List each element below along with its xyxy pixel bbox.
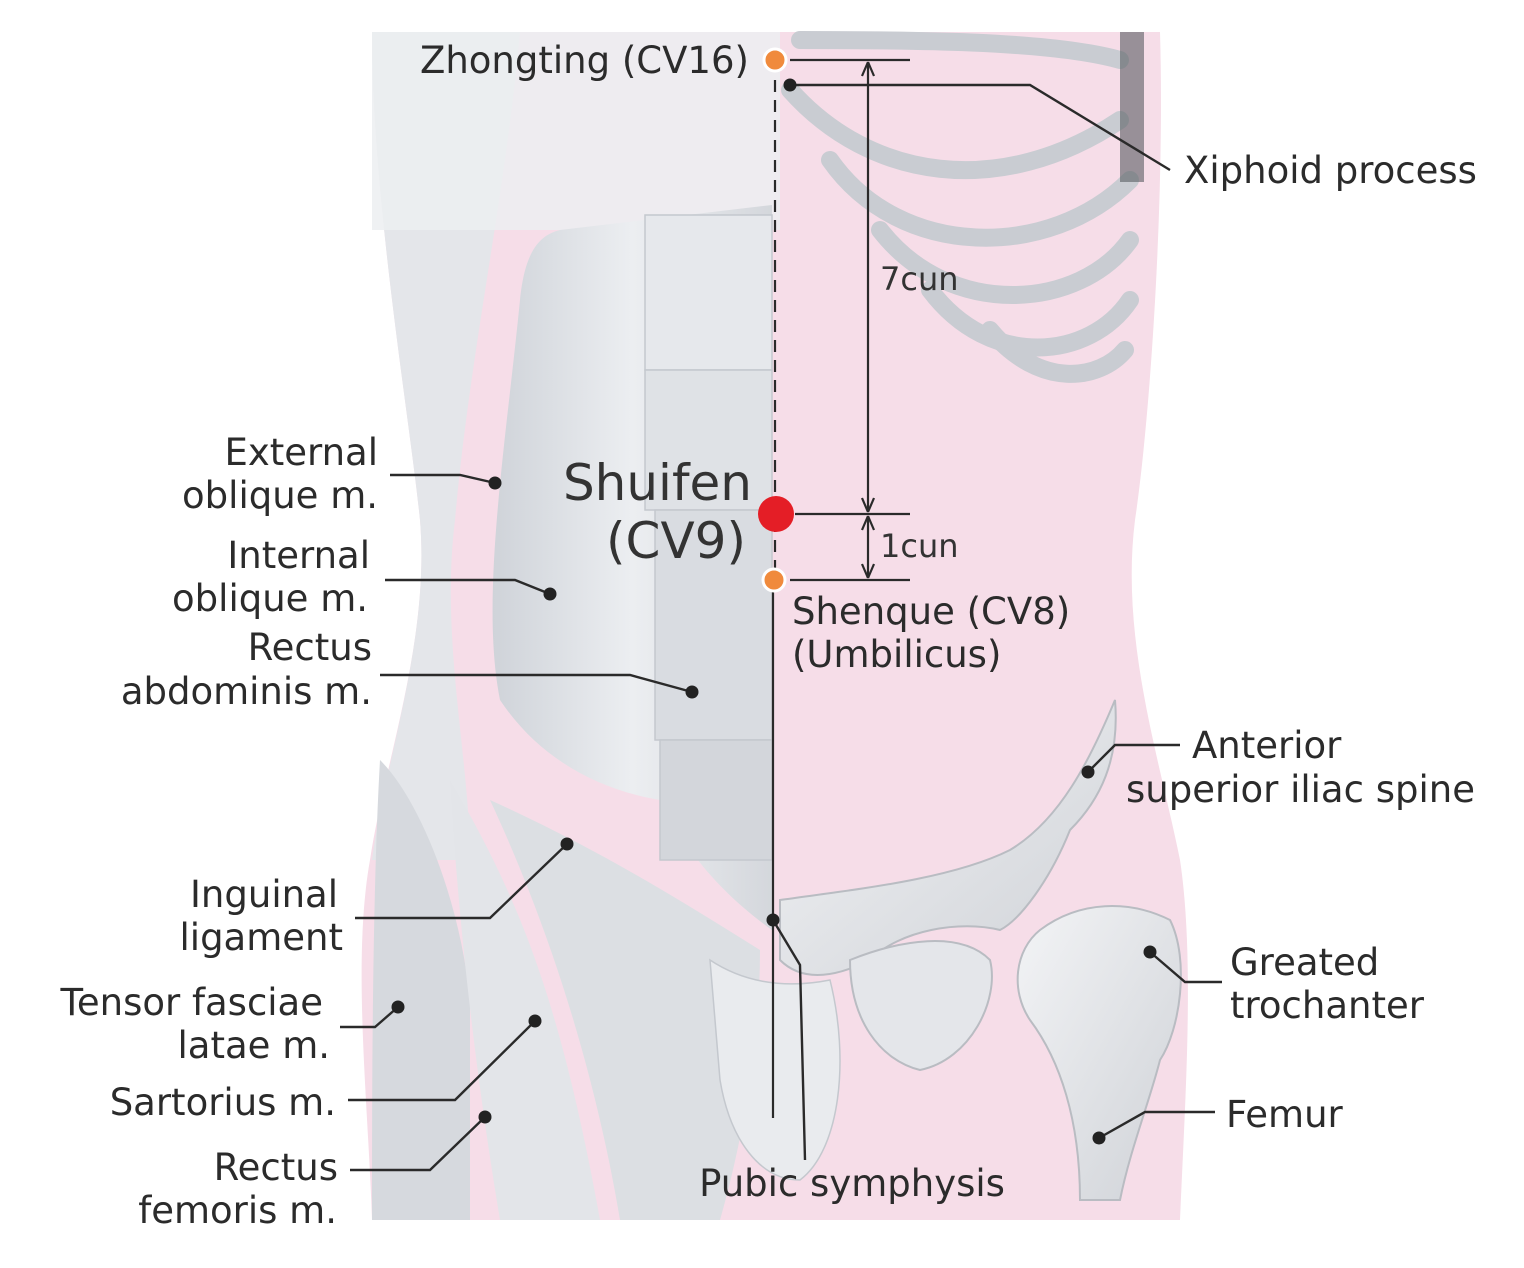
tensor-marker xyxy=(391,1000,405,1014)
external-oblique-label-1: External xyxy=(224,431,378,474)
xiphoid-marker xyxy=(783,78,797,92)
measure-1cun-label: 1cun xyxy=(880,527,959,565)
rectus-abdominis-label-1: Rectus xyxy=(248,626,372,669)
leader-dots xyxy=(391,78,1157,1145)
rib-dark-edge xyxy=(1120,32,1144,182)
asis-marker xyxy=(1081,765,1095,779)
external-oblique-marker xyxy=(488,476,502,490)
internal-oblique-marker xyxy=(543,587,557,601)
femur-right xyxy=(1016,905,1182,1201)
leader-lines xyxy=(340,83,1222,1172)
acupoint-name: Shuifen xyxy=(563,454,752,512)
arrow-top-1cun xyxy=(860,515,876,531)
umbilicus-label: (Umbilicus) xyxy=(792,633,1001,676)
acupoint-code: (CV9) xyxy=(606,512,746,570)
femur-label: Femur xyxy=(1226,1093,1344,1136)
sartorius-marker xyxy=(528,1014,542,1028)
asis-label-2: superior iliac spine xyxy=(1126,768,1475,811)
pubic-region xyxy=(709,958,841,1181)
chest-area xyxy=(372,32,780,230)
rectus-abdominis-marker xyxy=(685,685,699,699)
rectus-segments xyxy=(644,214,773,861)
trochanter-marker xyxy=(1143,945,1157,959)
measurement-lines xyxy=(790,58,910,582)
asis-label-1: Anterior xyxy=(1192,724,1342,767)
rib-cage xyxy=(781,31,1139,383)
pubic-symphysis-label: Pubic symphysis xyxy=(699,1162,1005,1205)
measure-7cun-label: 7cun xyxy=(880,260,959,298)
left-flank xyxy=(372,32,520,860)
rectus-femoris-label-2: femoris m. xyxy=(138,1189,337,1232)
xiphoid-label: Xiphoid process xyxy=(1184,149,1477,192)
arrow-bottom-7cun xyxy=(860,497,876,513)
rectus-femoris-label-1: Rectus xyxy=(214,1146,338,1189)
shenque-point xyxy=(761,567,787,593)
rectus-femoris-marker xyxy=(478,1110,492,1124)
internal-oblique-label-1: Internal xyxy=(227,534,370,577)
trochanter-label-2: trochanter xyxy=(1230,984,1425,1027)
arrow-top-7cun xyxy=(860,61,876,77)
inguinal-label-2: ligament xyxy=(180,916,343,959)
arrow-bottom-1cun xyxy=(860,563,876,579)
trochanter-label-1: Greated xyxy=(1230,941,1379,984)
labels: Zhongting (CV16) Xiphoid process 7cun 1c… xyxy=(60,39,1477,1232)
rectus-abdominis-label-2: abdominis m. xyxy=(121,670,372,713)
tensor-label-2: latae m. xyxy=(178,1024,330,1067)
external-oblique-label-2: oblique m. xyxy=(182,474,378,517)
torso-illustration xyxy=(361,31,1188,1220)
pubic-bone xyxy=(848,940,993,1072)
sartorius-label: Sartorius m. xyxy=(110,1081,336,1124)
femur-marker xyxy=(1092,1131,1106,1145)
internal-oblique-label-2: oblique m. xyxy=(172,577,368,620)
zhongting-point xyxy=(762,47,788,73)
inguinal-label-1: Inguinal xyxy=(190,873,338,916)
thigh-muscles xyxy=(372,760,760,1220)
pubic-marker xyxy=(766,913,780,927)
inguinal-marker xyxy=(560,837,574,851)
tensor-label-1: Tensor fasciae xyxy=(60,981,323,1024)
zhongting-label: Zhongting (CV16) xyxy=(420,39,749,82)
shuifen-point xyxy=(758,496,794,532)
shenque-label: Shenque (CV8) xyxy=(792,590,1070,633)
